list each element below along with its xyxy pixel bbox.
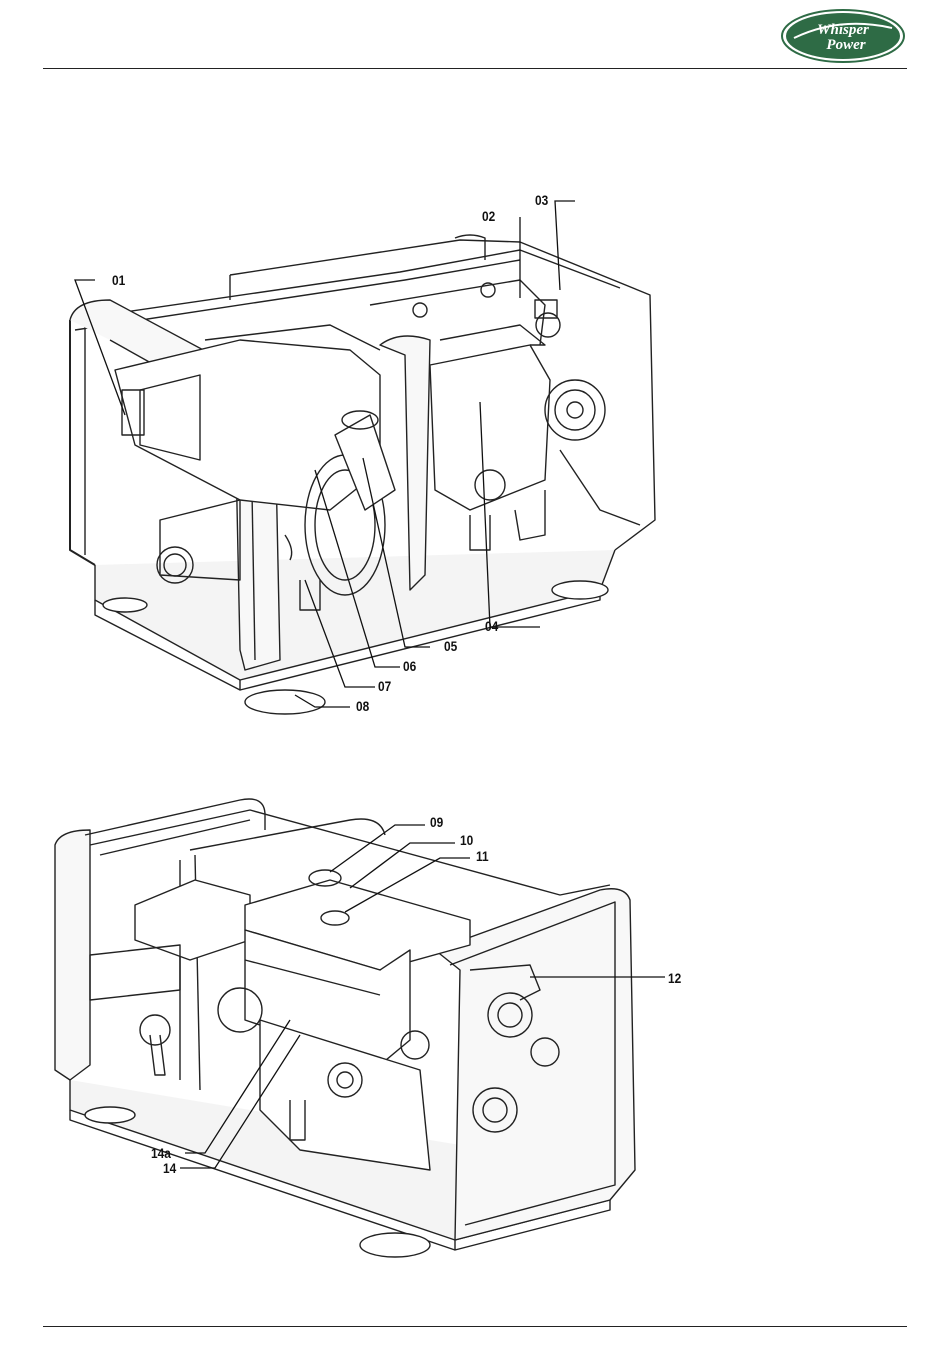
callout-12: 12 (668, 970, 681, 986)
callout-10: 10 (460, 832, 473, 848)
callout-05: 05 (444, 638, 457, 654)
callout-03: 03 (535, 192, 548, 208)
generator-drawing-top (0, 180, 950, 740)
callout-02: 02 (482, 208, 495, 224)
callout-06: 06 (403, 658, 416, 674)
callout-14a: 14a (151, 1145, 171, 1161)
callout-01: 01 (112, 272, 125, 288)
footer-rule (43, 1326, 907, 1327)
generator-figure-bottom: 09 10 11 12 14a 14 (0, 790, 950, 1290)
callout-11: 11 (476, 848, 489, 864)
header-rule (43, 68, 907, 69)
whisperpower-logo: Whisper Power (780, 8, 906, 64)
generator-figure-top: 01 02 03 04 05 06 07 08 (0, 180, 950, 740)
callout-08: 08 (356, 698, 369, 714)
callout-09: 09 (430, 814, 443, 830)
callout-04: 04 (485, 618, 498, 634)
callout-14: 14 (163, 1160, 176, 1176)
callout-07: 07 (378, 678, 391, 694)
svg-text:Power: Power (826, 37, 865, 53)
svg-text:Whisper: Whisper (817, 22, 869, 38)
generator-drawing-bottom (0, 790, 950, 1290)
